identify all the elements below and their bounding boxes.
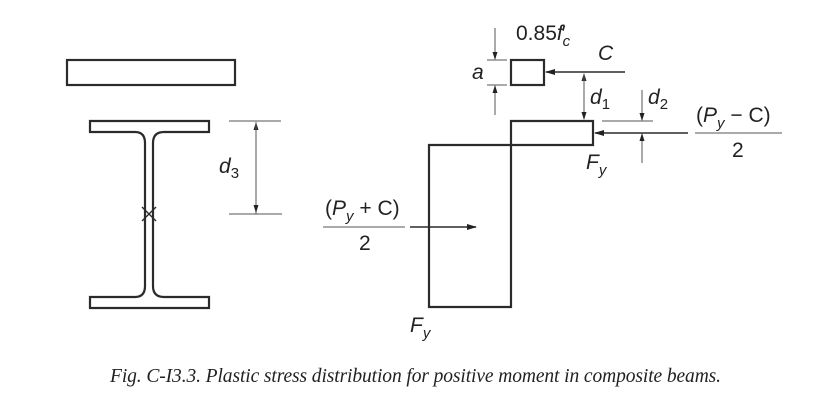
concrete-stress-block xyxy=(509,58,546,87)
a-dimension: a xyxy=(472,28,507,115)
d2-label: d2 xyxy=(648,86,668,113)
svg-text:(Py − C): (Py − C) xyxy=(696,104,771,132)
i-beam-outline xyxy=(88,119,211,310)
figure-caption: Fig. C-I3.3. Plastic stress distribution… xyxy=(110,366,721,387)
d3-label: d3 xyxy=(219,155,239,182)
fy-bottom-label: Fy xyxy=(410,314,432,342)
steel-stress-block xyxy=(427,119,595,309)
svg-text:2: 2 xyxy=(732,139,744,162)
d2-dimension: d2 xyxy=(602,86,668,163)
d3-dimension: d3 xyxy=(219,120,282,215)
neutral-axis-mark-icon xyxy=(141,206,157,222)
concrete-slab xyxy=(65,58,237,87)
c-label: C xyxy=(598,42,614,65)
d1-label: d1 xyxy=(590,86,610,113)
concrete-stress-label: 0.85f′c xyxy=(516,22,571,50)
fy-top-label: Fy xyxy=(586,151,608,179)
svg-text:2: 2 xyxy=(359,232,371,255)
flange-force-label: (Py − C) 2 xyxy=(695,104,782,162)
svg-text:(Py + C): (Py + C) xyxy=(325,197,400,225)
d1-dimension: d1 xyxy=(581,73,610,120)
tension-force-label: (Py + C) 2 xyxy=(323,197,405,255)
a-label: a xyxy=(472,61,484,84)
steel-i-beam xyxy=(88,119,211,310)
